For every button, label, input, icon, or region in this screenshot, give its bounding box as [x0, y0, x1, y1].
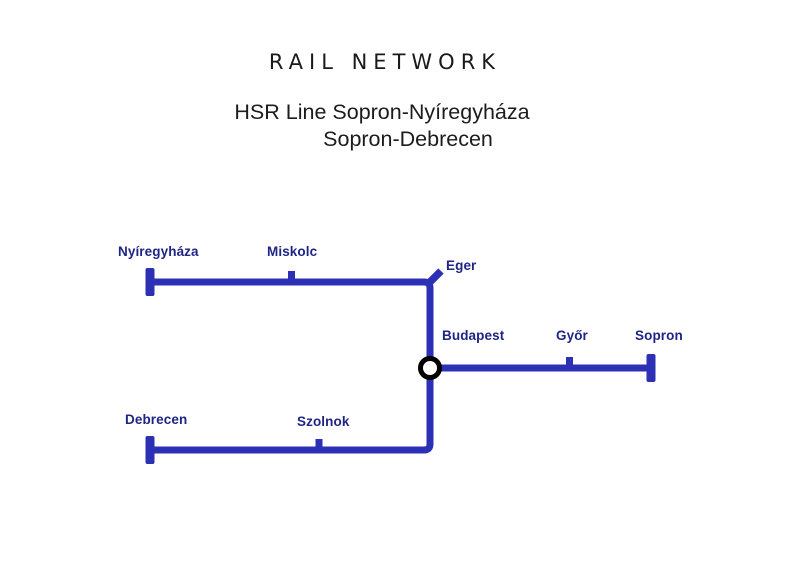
station-label-miskolc: Miskolc	[267, 244, 318, 259]
station-label-gyor: Győr	[556, 328, 588, 343]
rail-line-nyiregyhaza-debrecen	[150, 278, 434, 454]
stop-tick-gyor	[566, 357, 573, 368]
stop-tick-szolnok	[315, 439, 323, 450]
station-label-nyiregyhaza: Nyíregyháza	[118, 244, 199, 259]
stop-tick-miskolc	[288, 271, 295, 282]
subtitle-line-1: HSR Line Sopron-Nyíregyháza	[234, 100, 530, 124]
station-label-budapest: Budapest	[442, 328, 505, 343]
stop-tick-eger	[424, 268, 444, 288]
station-label-debrecen: Debrecen	[125, 412, 188, 427]
terminus-marker-debrecen	[145, 436, 155, 464]
station-label-sopron: Sopron	[635, 328, 683, 343]
page-title: RAIL NETWORK	[268, 50, 502, 74]
interchange-node-budapest	[418, 356, 442, 380]
station-label-eger: Eger	[446, 258, 477, 273]
station-label-szolnok: Szolnok	[297, 414, 350, 429]
terminus-marker-sopron	[646, 354, 656, 382]
terminus-marker-nyiregyhaza	[145, 268, 155, 296]
subtitle-line-2: Sopron-Debrecen	[323, 127, 493, 151]
